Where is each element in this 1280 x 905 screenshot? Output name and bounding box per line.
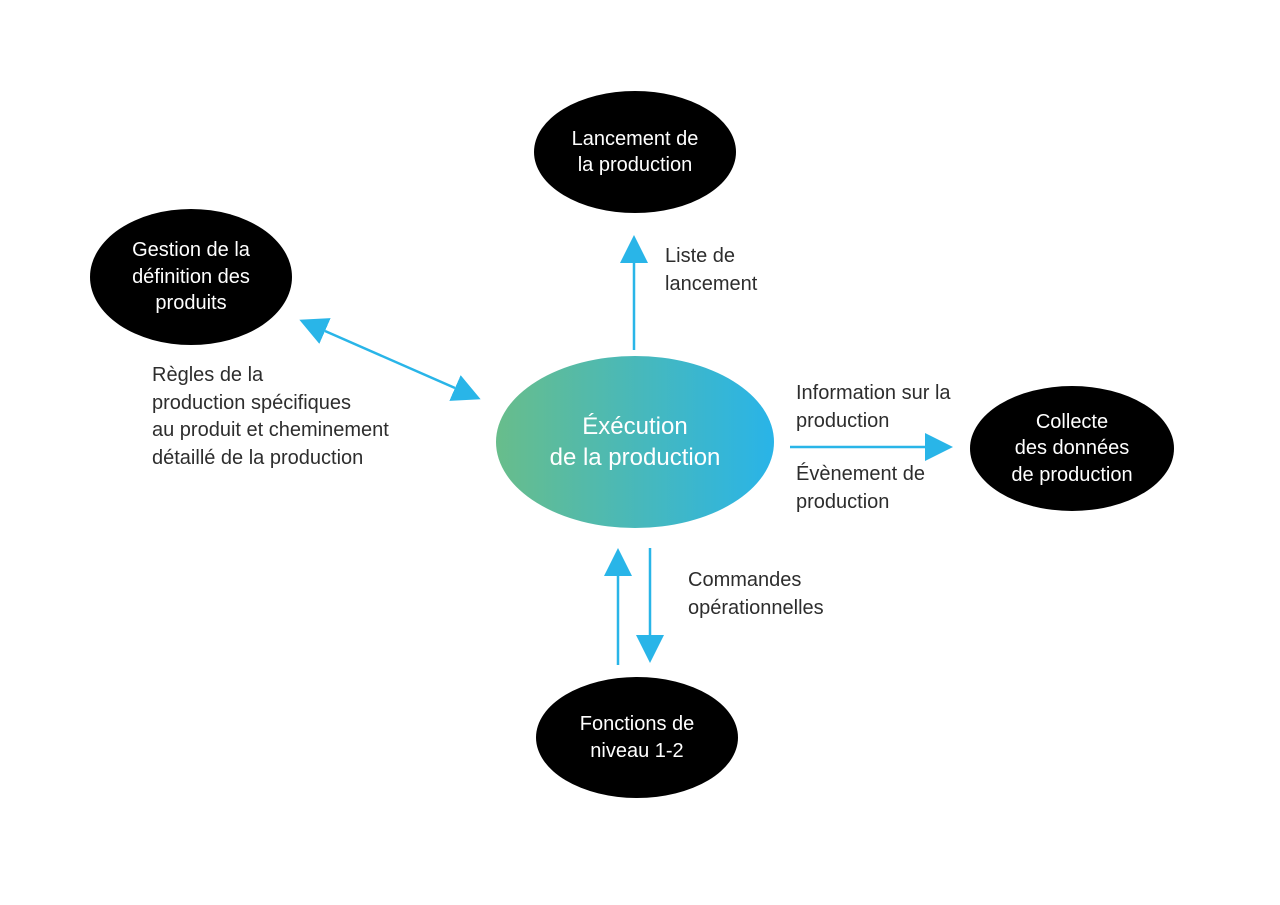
node-label: Lancement de la production: [571, 127, 699, 176]
label-evenement-production: Évènement de production: [796, 463, 925, 513]
node-fonctions-niveau-1-2: Fonctions de niveau 1-2: [536, 677, 738, 798]
label-regles-production: Règles de la production spécifiques au p…: [152, 364, 389, 469]
node-label: Éxécution de la production: [549, 412, 721, 471]
node-label: Fonctions de niveau 1-2: [579, 713, 695, 762]
label-commandes-operationnelles: Commandes opérationnelles: [688, 569, 824, 619]
label-information-production: Information sur la production: [796, 382, 951, 432]
node-lancement-production: Lancement de la production: [534, 91, 736, 213]
node-label: Collecte des données de production: [1011, 410, 1133, 486]
node-label: Gestion de la définition des produits: [132, 239, 250, 315]
node-collecte-donnees-production: Collecte des données de production: [970, 386, 1174, 511]
node-gestion-definition-produits: Gestion de la définition des produits: [90, 209, 292, 345]
node-execution-production: Éxécution de la production: [496, 356, 774, 528]
label-liste-de-lancement: Liste de lancement: [665, 245, 758, 295]
